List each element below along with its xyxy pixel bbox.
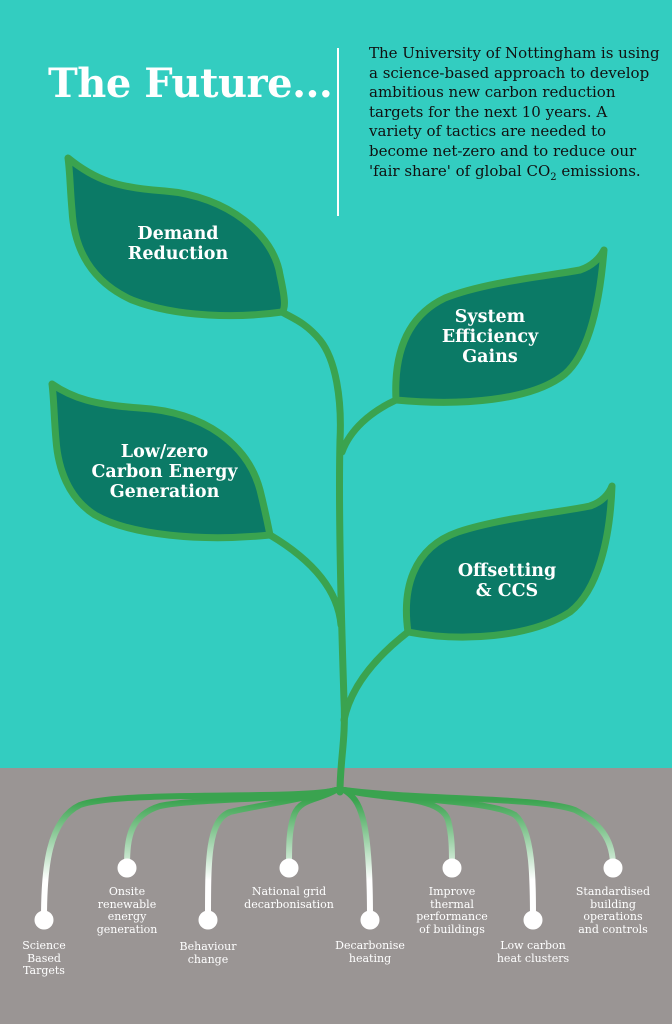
- root-label-low-carbon-heat: Low carbon heat clusters: [488, 939, 578, 965]
- root-onsite-renewable: [124, 787, 339, 869]
- root-label-line: thermal: [430, 897, 474, 911]
- root-label-line: generation: [96, 922, 158, 936]
- root-node-6: [442, 858, 462, 878]
- root-label-line: Behaviour: [179, 940, 237, 953]
- root-node-7: [523, 910, 543, 930]
- leaf-low-zero-carbon: [48, 380, 274, 542]
- root-label-line: Based: [27, 951, 61, 965]
- root-label-improve-thermal: Improve thermal performance of buildings: [407, 885, 497, 936]
- root-label-line: change: [187, 952, 229, 966]
- root-label-line: Standardised: [575, 885, 651, 898]
- root-label-line: Science: [22, 939, 66, 952]
- intro-subscript: 2: [550, 171, 557, 183]
- root-label-onsite-renewable: Onsite renewable energy generation: [87, 885, 167, 936]
- leaves: [48, 154, 616, 641]
- root-label-line: operations: [583, 910, 643, 923]
- leaf-label-line: Efficiency: [441, 327, 539, 347]
- leaf-label-line: Offsetting: [457, 561, 557, 581]
- leaf-label-demand-reduction: Demand Reduction: [118, 224, 238, 264]
- leaf-label-line: System: [454, 307, 526, 327]
- root-label-line: Low carbon: [500, 939, 566, 952]
- root-node-8: [603, 858, 623, 878]
- root-label-line: Improve: [428, 885, 476, 898]
- root-label-line: Targets: [23, 964, 65, 977]
- root-label-line: Decarbonise: [335, 939, 405, 952]
- intro-paragraph: The University of Nottingham is using a …: [369, 44, 661, 187]
- root-national-grid: [286, 787, 339, 869]
- leaf-label-line: Carbon Energy: [91, 462, 238, 482]
- leaf-label-low-zero-carbon: Low/zero Carbon Energy Generation: [72, 442, 257, 502]
- leaf-label-line: & CCS: [475, 581, 539, 601]
- root-node-2: [117, 858, 137, 878]
- root-label-line: and controls: [578, 922, 648, 936]
- branch-low-zero-carbon: [266, 531, 345, 629]
- root-label-line: renewable: [97, 897, 157, 911]
- root-label-line: performance: [416, 910, 488, 923]
- leaf-system-efficiency: [392, 246, 608, 406]
- root-label-line: building: [590, 897, 636, 911]
- root-label-decarbonise-heating: Decarbonise heating: [325, 939, 415, 965]
- root-label-line: heating: [348, 951, 392, 965]
- root-label-line: energy: [107, 910, 147, 923]
- branch-offsetting: [340, 628, 412, 724]
- leaf-label-line: Reduction: [127, 244, 229, 264]
- root-label-line: decarbonisation: [244, 897, 334, 911]
- page-title: The Future...: [48, 60, 333, 107]
- leaf-demand-reduction: [64, 154, 288, 320]
- root-label-line: of buildings: [419, 922, 485, 936]
- root-label-national-grid: National grid decarbonisation: [234, 885, 344, 911]
- soil-background: [0, 768, 672, 1024]
- leaf-label-line: Low/zero: [120, 442, 209, 462]
- root-node-5: [360, 910, 380, 930]
- root-node-3: [198, 910, 218, 930]
- root-label-standardised-building: Standardised building operations and con…: [566, 885, 660, 936]
- root-label-science-based-targets: Science Based Targets: [4, 939, 84, 978]
- root-node-4: [279, 858, 299, 878]
- leaf-label-system-efficiency: System Efficiency Gains: [420, 307, 560, 367]
- leaf-label-line: Generation: [109, 482, 220, 502]
- root-nodes: [34, 858, 623, 930]
- root-label-line: Onsite: [108, 885, 146, 898]
- leaf-label-line: Demand: [137, 224, 219, 244]
- root-label-behaviour-change: Behaviour change: [168, 940, 248, 966]
- root-label-line: National grid: [251, 885, 327, 898]
- stem: [266, 308, 412, 796]
- leaf-label-line: Gains: [462, 347, 518, 367]
- root-label-line: heat clusters: [496, 951, 570, 965]
- root-node-1: [34, 910, 54, 930]
- leaf-offsetting: [402, 482, 616, 641]
- root-decarbonise-heating: [341, 787, 373, 921]
- leaf-label-offsetting: Offsetting & CCS: [437, 561, 577, 601]
- branch-system-efficiency: [338, 396, 400, 456]
- root-standardised-building: [341, 787, 616, 869]
- vertical-divider: [337, 48, 339, 216]
- roots: [41, 787, 616, 923]
- intro-text: The University of Nottingham is using a …: [369, 44, 660, 180]
- intro-text-end: emissions.: [556, 161, 641, 180]
- root-behaviour-change: [205, 787, 339, 921]
